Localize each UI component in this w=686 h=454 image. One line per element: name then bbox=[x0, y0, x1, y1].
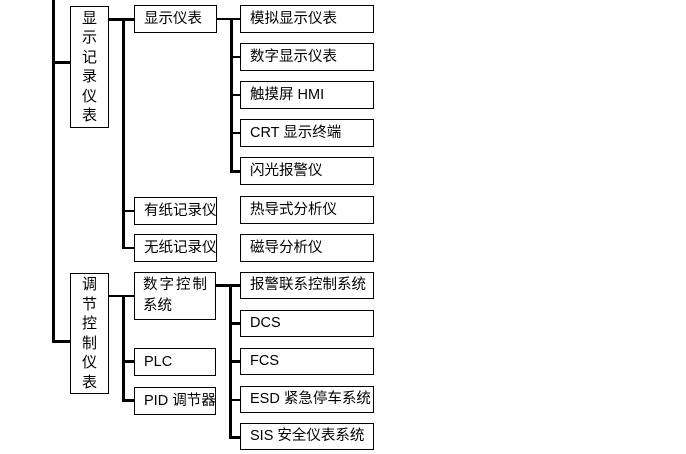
node-pid-controller: PID 调节器 bbox=[134, 387, 216, 415]
connector-line bbox=[122, 18, 125, 249]
node-label: 数字显示仪表 bbox=[250, 48, 337, 65]
node-digital-control-system: 数字控制系统 bbox=[134, 272, 216, 320]
node-label: PID 调节器 bbox=[144, 392, 216, 409]
node-sis-safety-instrumented-system: SIS 安全仪表系统 bbox=[240, 423, 374, 450]
node-label: 显示仪表 bbox=[144, 10, 202, 27]
node-plc: PLC bbox=[134, 348, 216, 376]
node-label: 无纸记录仪 bbox=[144, 239, 217, 256]
node-display-recording-instruments: 显示记录仪表 bbox=[70, 6, 109, 128]
connector-line bbox=[230, 55, 240, 58]
node-paper-recorder: 有纸记录仪 bbox=[134, 197, 217, 225]
node-label: 磁导分析仪 bbox=[250, 239, 323, 256]
node-label: DCS bbox=[250, 315, 281, 332]
node-label: 模拟显示仪表 bbox=[250, 10, 337, 27]
connector-line bbox=[109, 18, 134, 21]
connector-line bbox=[122, 246, 134, 249]
node-regulation-control-instruments: 调节控制仪表 bbox=[70, 273, 109, 394]
node-analog-display-instrument: 模拟显示仪表 bbox=[240, 5, 374, 33]
connector-line bbox=[229, 322, 240, 325]
connector-line bbox=[52, 0, 55, 343]
node-label: FCS bbox=[250, 353, 279, 370]
node-esd-emergency-shutdown-system: ESD 紧急停车系统 bbox=[240, 386, 374, 413]
connector-line bbox=[217, 17, 240, 20]
node-label: 有纸记录仪 bbox=[144, 202, 217, 219]
connector-line bbox=[52, 61, 70, 64]
node-label: 触摸屏 HMI bbox=[250, 86, 325, 103]
connector-line bbox=[122, 399, 134, 402]
node-label: 调节控制仪表 bbox=[81, 276, 97, 391]
node-display-instruments: 显示仪表 bbox=[134, 5, 217, 33]
node-flash-alarm: 闪光报警仪 bbox=[240, 157, 374, 185]
node-alarm-interlock-control-system: 报警联系控制系统 bbox=[240, 272, 374, 299]
connector-line bbox=[216, 284, 240, 287]
node-thermal-conductivity-analyzer: 热导式分析仪 bbox=[240, 196, 374, 224]
node-touchscreen-hmi: 触摸屏 HMI bbox=[240, 81, 374, 109]
node-fcs: FCS bbox=[240, 348, 374, 375]
connector-line bbox=[122, 294, 125, 402]
connector-line bbox=[122, 360, 134, 363]
connector-line bbox=[230, 170, 240, 173]
connector-line bbox=[122, 209, 134, 212]
connector-line bbox=[230, 131, 240, 134]
node-paperless-recorder: 无纸记录仪 bbox=[134, 234, 217, 262]
node-label: 闪光报警仪 bbox=[250, 162, 323, 179]
connector-line bbox=[229, 398, 240, 401]
node-label: 显示记录仪表 bbox=[81, 9, 97, 125]
node-label: 报警联系控制系统 bbox=[250, 277, 366, 294]
connector-line bbox=[230, 93, 240, 96]
connector-line bbox=[109, 294, 134, 297]
node-label: PLC bbox=[144, 353, 173, 370]
node-digital-display-instrument: 数字显示仪表 bbox=[240, 43, 374, 71]
node-crt-display-terminal: CRT 显示终端 bbox=[240, 119, 374, 147]
node-label: 热导式分析仪 bbox=[250, 201, 337, 218]
node-label: CRT 显示终端 bbox=[250, 124, 342, 141]
node-label: ESD 紧急停车系统 bbox=[250, 391, 371, 408]
connector-line bbox=[229, 360, 240, 363]
node-magnetic-analyzer: 磁导分析仪 bbox=[240, 234, 374, 262]
node-dcs: DCS bbox=[240, 310, 374, 337]
node-label: SIS 安全仪表系统 bbox=[250, 428, 365, 445]
connector-line bbox=[229, 436, 240, 439]
node-label: 数字控制系统 bbox=[143, 277, 207, 314]
connector-line bbox=[52, 340, 70, 343]
